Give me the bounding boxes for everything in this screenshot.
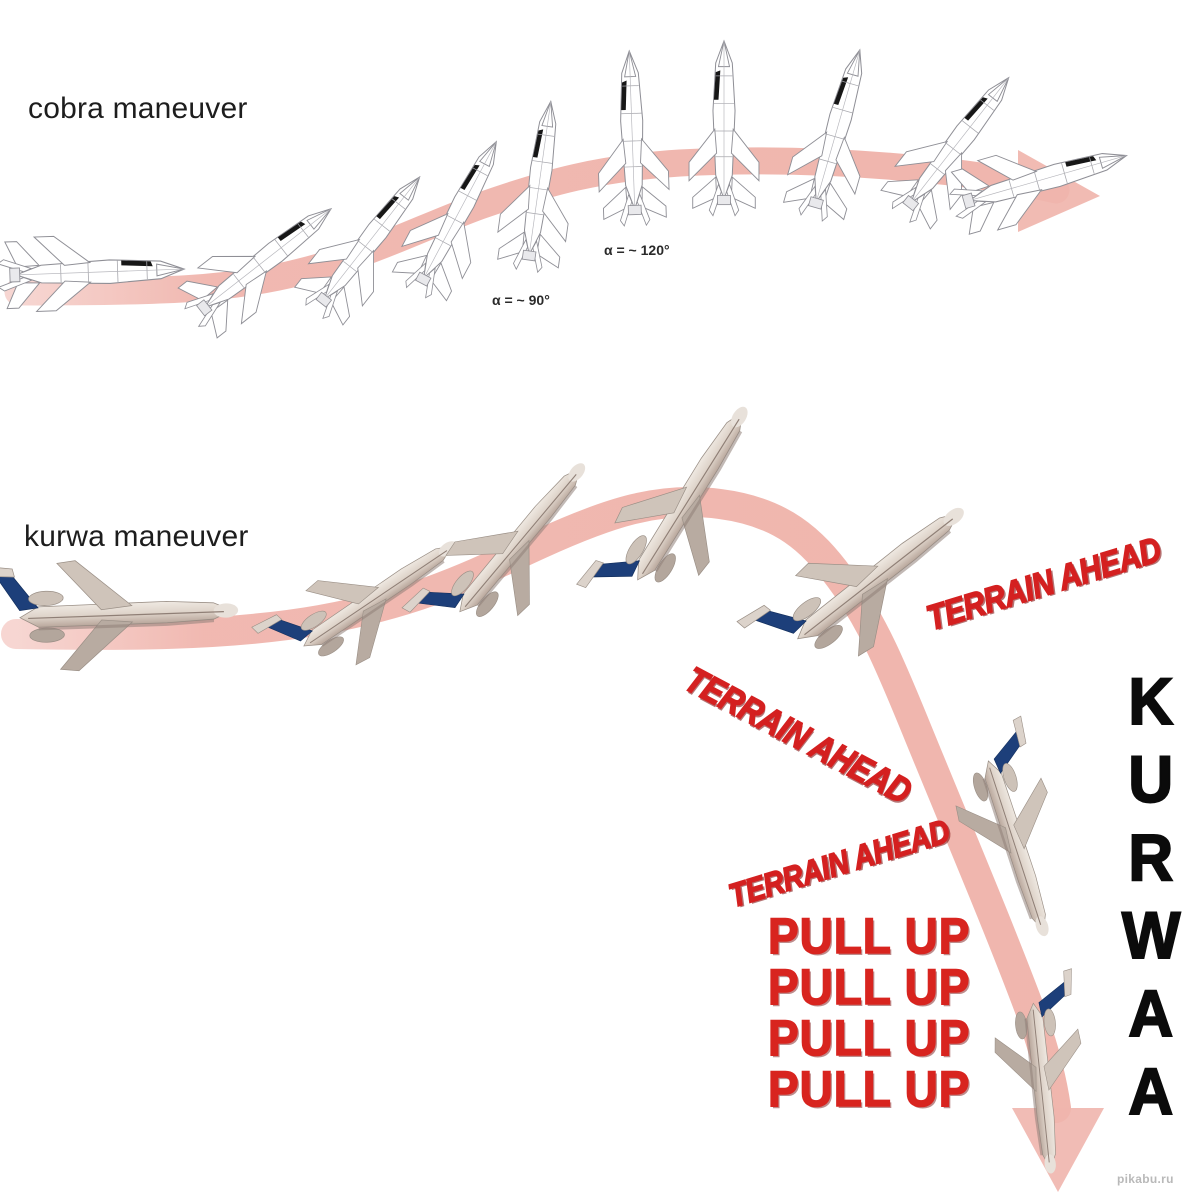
kurwa-maneuver-label: kurwa maneuver [24,520,249,553]
terrain-ahead-warning-2: TERRAIN AHEAD [678,658,919,813]
kurwaa-letter-a2: A [1128,1053,1175,1128]
cobra-frame-7 [688,40,760,217]
pull-up-warning-2: PULL UP [767,959,971,1015]
kurwaa-letter-a1: A [1128,975,1175,1050]
pull-up-warning-4: PULL UP [767,1061,971,1117]
cobra-trajectory [4,147,1100,306]
pull-up-warning-block: PULL UP PULL UP PULL UP PULL UP [767,908,988,1117]
cobra-frame-2 [169,180,354,346]
cobra-frame-1 [0,231,187,314]
terrain-ahead-warning-3: TERRAIN AHEAD [724,811,955,915]
kurwaa-shout-block: K U R W A A [1120,662,1182,1130]
pikabu-watermark: pikabu.ru [1117,1172,1174,1186]
kurwa-frame-3 [400,432,622,670]
pull-up-warning-3: PULL UP [767,1010,971,1066]
cobra-frame-8 [777,39,894,229]
kurwaa-letter-u: U [1128,741,1175,816]
terrain-ahead-warning-1: TERRAIN AHEAD [921,529,1166,639]
cobra-maneuver-label: cobra maneuver [28,92,248,125]
kurwa-frame-7 [986,968,1095,1179]
alpha-120-annotation: α = ~ 120° [604,242,670,258]
cobra-frame-3 [286,155,448,334]
kurwa-frame-4 [574,379,790,639]
cobra-frame-5 [492,96,586,276]
cobra-frame-10 [942,120,1138,241]
kurwa-frame-1 [0,554,241,675]
kurwaa-letter-r: R [1128,819,1175,894]
cobra-frame-4 [385,125,528,310]
kurwa-frame-2 [250,504,483,704]
cobra-frame-9 [873,55,1037,238]
kurwaa-letter-w: W [1121,897,1181,972]
cobra-frame-6 [593,49,671,228]
alpha-90-annotation: α = ~ 90° [492,292,550,308]
pull-up-warning-1: PULL UP [767,908,971,964]
kurwa-frame-5 [735,467,997,704]
kurwaa-letter-k: K [1128,663,1175,738]
